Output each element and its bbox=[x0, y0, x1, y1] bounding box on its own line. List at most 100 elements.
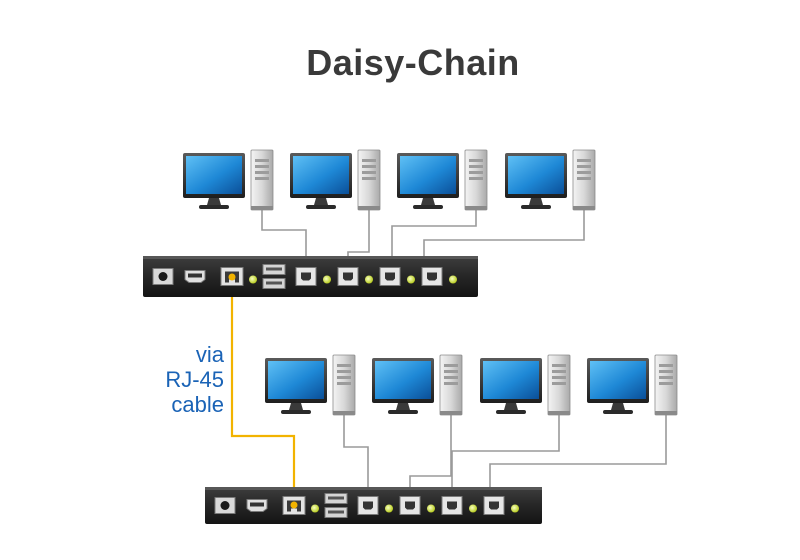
tower bbox=[572, 149, 596, 211]
video-port-slot bbox=[188, 273, 202, 278]
tower-foot bbox=[358, 206, 380, 210]
drive-bay bbox=[552, 376, 566, 379]
monitor-base bbox=[603, 410, 633, 414]
drive-bay bbox=[469, 177, 483, 180]
computer-port bbox=[483, 496, 519, 515]
vga-cable bbox=[261, 207, 307, 266]
monitor-neck bbox=[529, 198, 543, 205]
drive-bay bbox=[577, 159, 591, 162]
usb-b-socket bbox=[301, 272, 311, 281]
drive-bay bbox=[362, 177, 376, 180]
tower-foot bbox=[548, 411, 570, 415]
bottom-kvm-switch bbox=[205, 487, 542, 524]
computer bbox=[183, 149, 274, 211]
status-led bbox=[311, 504, 319, 513]
tower-foot bbox=[251, 206, 273, 210]
drive-bay bbox=[469, 171, 483, 174]
vga-cable bbox=[343, 412, 369, 497]
port-led bbox=[407, 275, 415, 284]
computer bbox=[372, 354, 463, 416]
usb-b-socket bbox=[385, 272, 395, 281]
computer-port bbox=[357, 496, 393, 515]
drive-bay bbox=[469, 159, 483, 162]
usb-port-tongue bbox=[266, 281, 282, 285]
monitor-base bbox=[388, 410, 418, 414]
drive-bay bbox=[577, 165, 591, 168]
monitor-screen bbox=[186, 156, 242, 194]
usb-b-socket bbox=[489, 501, 499, 510]
usb-port-tongue bbox=[328, 510, 344, 514]
drive-bay bbox=[552, 370, 566, 373]
status-led bbox=[249, 275, 257, 284]
monitor-neck bbox=[421, 198, 435, 205]
computer-port bbox=[441, 496, 477, 515]
drive-bay bbox=[577, 171, 591, 174]
rj45-latch bbox=[291, 508, 297, 512]
tower-foot bbox=[440, 411, 462, 415]
vga-cable bbox=[391, 207, 477, 266]
tower-foot bbox=[573, 206, 595, 210]
monitor-neck bbox=[314, 198, 328, 205]
drive-bay bbox=[469, 165, 483, 168]
tower bbox=[464, 149, 488, 211]
cable-label-line-1: via bbox=[195, 342, 224, 367]
usb-port-tongue bbox=[328, 496, 344, 500]
vga-cable bbox=[409, 412, 452, 497]
monitor-neck bbox=[207, 198, 221, 205]
drive-bay bbox=[577, 177, 591, 180]
drive-bay bbox=[362, 165, 376, 168]
drive-bay bbox=[659, 370, 673, 373]
computer-port bbox=[399, 496, 435, 515]
rj45-plug bbox=[228, 273, 236, 281]
monitor-screen bbox=[483, 361, 539, 399]
monitor-screen bbox=[400, 156, 456, 194]
computer bbox=[505, 149, 596, 211]
drive-bay bbox=[362, 159, 376, 162]
vga-cable bbox=[489, 412, 667, 497]
monitor-screen bbox=[268, 361, 324, 399]
computer bbox=[397, 149, 488, 211]
port-led bbox=[449, 275, 457, 284]
computers-layer bbox=[183, 149, 678, 416]
drive-bay bbox=[444, 370, 458, 373]
tower bbox=[547, 354, 571, 416]
drive-bay bbox=[659, 364, 673, 367]
computer-port bbox=[295, 267, 331, 286]
drive-bay bbox=[444, 382, 458, 385]
usb-b-socket bbox=[447, 501, 457, 510]
tower bbox=[439, 354, 463, 416]
computer bbox=[265, 354, 356, 416]
port-led bbox=[511, 504, 519, 513]
monitor-base bbox=[306, 205, 336, 209]
drive-bay bbox=[659, 376, 673, 379]
computer bbox=[587, 354, 678, 416]
usb-b-socket bbox=[427, 272, 437, 281]
computer-port bbox=[421, 267, 457, 286]
tower bbox=[357, 149, 381, 211]
drive-bay bbox=[362, 171, 376, 174]
drive-bay bbox=[337, 370, 351, 373]
top-kvm-switch bbox=[143, 256, 478, 297]
monitor-base bbox=[413, 205, 443, 209]
tower bbox=[332, 354, 356, 416]
usb-b-socket bbox=[405, 501, 415, 510]
kvm-layer bbox=[143, 256, 542, 524]
tower bbox=[250, 149, 274, 211]
port-led bbox=[385, 504, 393, 513]
tower-foot bbox=[333, 411, 355, 415]
usb-b-socket bbox=[363, 501, 373, 510]
port-led bbox=[427, 504, 435, 513]
power-port-hole bbox=[158, 272, 168, 281]
monitor-base bbox=[521, 205, 551, 209]
video-port-slot bbox=[250, 502, 264, 507]
vga-cable bbox=[451, 412, 560, 497]
port-led bbox=[469, 504, 477, 513]
monitor-screen bbox=[375, 361, 431, 399]
cable-label-line-3: cable bbox=[171, 392, 224, 417]
usb-b-socket bbox=[343, 272, 353, 281]
computer-port bbox=[379, 267, 415, 286]
monitor-screen bbox=[590, 361, 646, 399]
rj45-plug bbox=[290, 501, 298, 509]
monitor-base bbox=[281, 410, 311, 414]
